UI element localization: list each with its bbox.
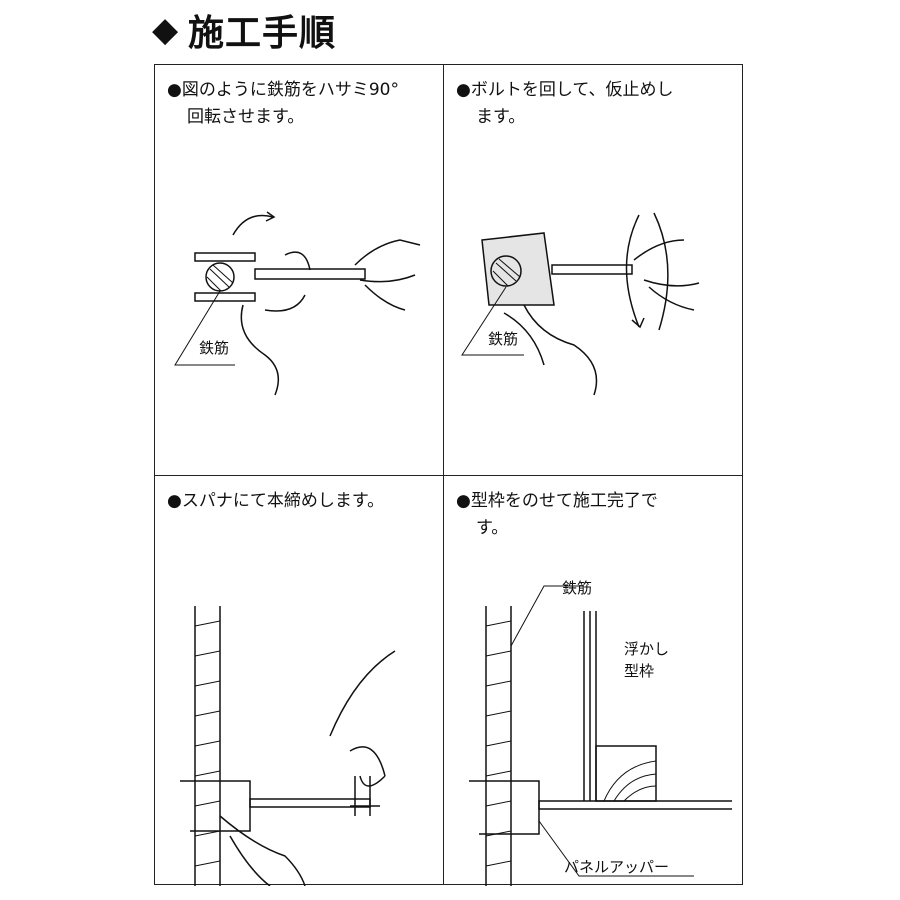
spanner-icon [350,776,380,816]
step-3-text: ●スパナにて本締めします。 [167,488,439,515]
step-bullet: ● [167,80,182,100]
form-panel [584,611,596,801]
rebar-vertical [486,606,511,886]
step-2-illustration [444,65,732,475]
rebar-leader [175,291,235,365]
hand-right [355,240,420,310]
clip-rail-top [195,253,255,261]
step-1-line2: 回転させます。 [187,107,305,127]
page-title: ◆ 施工手順 [152,6,336,54]
hand-upper [330,651,395,786]
clip-frame [180,781,250,831]
step-2-panel: ●ボルトを回して、仮止めし ます。 鉄筋 [444,65,732,475]
divider-horizontal [155,475,742,476]
float-label: 浮かし [624,640,670,658]
panel-upper-frame [469,781,539,834]
panel-upper-label: パネルアッパー [564,858,670,876]
step-3-illustration [155,476,443,886]
step-bullet: ● [456,80,471,100]
step-4-line2: す。 [476,518,509,538]
step-bullet: ● [456,491,471,511]
hand-right [634,240,699,310]
step-1-illustration [155,65,443,475]
step-1-line1: 図のように鉄筋をハサミ90° [181,80,399,100]
wood-block [596,746,656,801]
clip-rod [552,265,632,274]
rebar-label: 鉄筋 [488,330,519,348]
step-4-text: ●型枠をのせて施工完了で す。 [456,488,728,542]
page-title-text: 施工手順 [188,13,337,54]
step-4-line1: 型枠をのせて施工完了で [470,491,658,511]
step-1-panel: ●図のように鉄筋をハサミ90° 回転させます。 鉄筋 [155,65,443,475]
step-bullet: ● [167,491,182,511]
step-4-panel: ●型枠をのせて施工完了で す。 鉄筋 浮かし 型枠 パネルアッパー [444,476,732,886]
procedure-grid: ●図のように鉄筋をハサミ90° 回転させます。 鉄筋 ●ボルトを回して [154,64,743,885]
divider-vertical [443,65,444,884]
step-2-text: ●ボルトを回して、仮止めし ます。 [456,77,728,131]
clip-rail-bottom [195,293,255,301]
step-4-illustration [444,476,732,886]
step-3-panel: ●スパナにて本締めします。 [155,476,443,886]
hand-left [504,305,597,395]
clip-body [482,233,554,305]
rebar-vertical [195,606,220,886]
formwork-label: 型枠 [624,662,655,680]
rebar-label: 鉄筋 [199,339,230,357]
rebar-leader [462,287,524,355]
step-2-line2: ます。 [476,107,526,127]
hand-left [241,252,310,395]
diamond-icon: ◆ [152,10,180,50]
rotation-arrow [233,215,273,235]
clip-rod [255,269,365,279]
step-2-line1: ボルトを回して、仮止めし [470,80,674,100]
clip-rod [539,801,732,809]
rotation-arrow [627,215,640,327]
step-3-line1: スパナにて本締めします。 [181,491,385,511]
rebar-leader [511,586,584,646]
rebar-label: 鉄筋 [562,579,593,597]
panel-upper-leader [539,821,694,876]
hand-lower [220,816,305,886]
rotation-arrow-head [266,212,274,221]
step-1-text: ●図のように鉄筋をハサミ90° 回転させます。 [167,77,439,131]
rebar-section [491,256,521,286]
rebar-section [206,263,234,291]
